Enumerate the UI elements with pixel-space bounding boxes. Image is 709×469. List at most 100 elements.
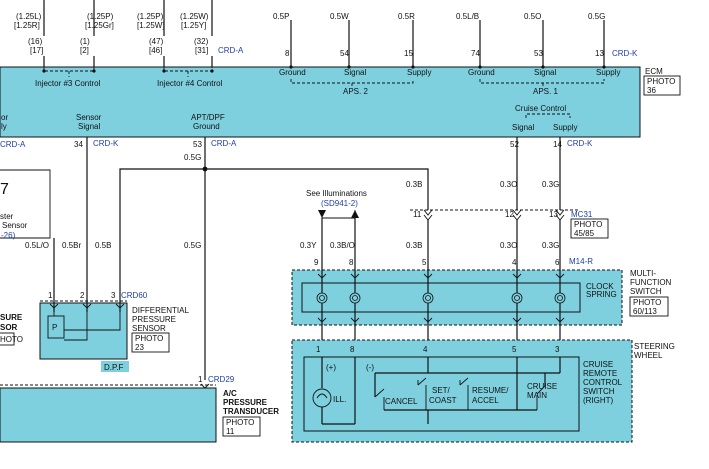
left-sor: SOR [0, 323, 18, 332]
wire-03o-a: 0.3O [500, 180, 517, 189]
crc-line2: REMOTE [583, 369, 617, 378]
left-sure: SURE [0, 313, 23, 322]
diff-line2: PRESSURE [132, 315, 176, 324]
clock-spring-line1: CLOCK [586, 282, 614, 291]
aps2-signal: Signal [344, 68, 366, 77]
apt-dpf-line1: APT/DPF [191, 113, 225, 122]
wire-03b-b: 0.3B [406, 241, 422, 250]
crd-a-mid: CRD-A [211, 139, 237, 148]
aps-pin-6: 13 [595, 49, 604, 58]
crd-k-mid: CRD-K [93, 139, 119, 148]
mc31-label: MC31 [571, 210, 593, 219]
col1-wire-b: [1.25R] [14, 21, 40, 30]
clock-spring-box [301, 282, 581, 313]
m14r-pin-6: 6 [555, 258, 560, 267]
mc31-connector [423, 209, 565, 221]
ecm-left-cut-2: ly [1, 122, 7, 131]
aps-pin-5: 53 [534, 49, 543, 58]
aps-wire-3: 0.5R [398, 12, 415, 21]
resume-label-2: ACCEL [472, 396, 499, 405]
crd60-pin-1: 1 [48, 291, 53, 300]
wire-03g-a: 0.3G [542, 180, 559, 189]
aps-wire-6: 0.5G [588, 12, 605, 21]
crc-line1: CRUISE [583, 360, 613, 369]
wire-03y: 0.3Y [300, 241, 317, 250]
wire-03o-b: 0.3O [500, 241, 517, 250]
apt-dpf-line2: Ground [193, 122, 220, 131]
aps-wire-1: 0.5P [273, 12, 289, 21]
crc-line3: CONTROL [583, 378, 623, 387]
pin-34: 34 [74, 140, 83, 149]
cruise-supply-label: Supply [553, 123, 577, 132]
mc31-pin-13: 13 [549, 210, 558, 219]
diff-photo-label: PHOTO [135, 334, 163, 343]
see-illuminations: See Illuminations [306, 189, 367, 198]
aps-groups: Ground Signal Supply APS. 2 Ground Signa… [279, 65, 620, 96]
ac-pressure-transducer-box [0, 387, 217, 443]
col1-pin-b: [17] [30, 46, 43, 55]
crc-line4: SWITCH [583, 387, 615, 396]
aps1-label: APS. 1 [533, 87, 558, 96]
mfs-photo-label: PHOTO [633, 298, 661, 307]
mc31-photo-number: 45/85 [574, 229, 595, 238]
set-label-2: COAST [429, 396, 457, 405]
ecm-photo-label: PHOTO [647, 77, 675, 86]
col1-pin-a: (16) [28, 37, 43, 46]
crd60-pin-3: 3 [111, 291, 116, 300]
mc31-pin-12: 12 [505, 210, 514, 219]
col4-wire-a: (1.25W) [180, 12, 209, 21]
dpf-tag [101, 361, 129, 372]
mfs-line3: SWITCH [630, 287, 662, 296]
lower-wires [53, 137, 561, 380]
wire-03bo: 0.3B/O [330, 241, 355, 250]
sensor-signal-line2: Signal [78, 122, 100, 131]
aps1-signal: Signal [534, 68, 556, 77]
mfs-wires [317, 270, 565, 340]
m14r-pin-9: 9 [314, 258, 319, 267]
mfs-photo-number: 60/113 [633, 307, 657, 316]
aps2-label: APS. 2 [343, 87, 368, 96]
m14r-pin-8: 8 [349, 258, 354, 267]
col2-pin-b: [2] [80, 46, 89, 55]
cruise-signal-label: Signal [512, 123, 534, 132]
plus-terminal: (+) [326, 363, 336, 372]
wire-05g: 0.5G [184, 241, 201, 250]
mfs-line2: FUNCTION [630, 278, 672, 287]
steering-title-2: WHEEL [634, 351, 663, 360]
aps2-supply: Supply [407, 68, 431, 77]
differential-pressure-sensor-box [39, 302, 128, 360]
clock-spring-line2: SPRING [586, 290, 617, 299]
aps1-supply: Supply [596, 68, 620, 77]
set-label-1: SET/ [432, 386, 451, 395]
crd-a-connector: CRD-A [218, 46, 244, 55]
aps-pin-1: 8 [285, 49, 290, 58]
sd941-ref: (SD941-2) [321, 199, 358, 208]
ecm-box [0, 66, 641, 138]
wire-05g-top: 0.5G [184, 153, 201, 162]
ac-photo-label: PHOTO [226, 418, 254, 427]
sensor-signal-line1: Sensor [76, 113, 102, 122]
pressure-element-icon [47, 315, 65, 339]
crd60-pin-2: 2 [80, 291, 85, 300]
m14r-pin-4: 4 [512, 258, 517, 267]
m14r-label: M14-R [569, 257, 593, 266]
mfs-line1: MULTI- [630, 269, 656, 278]
mfs-photo-box [629, 296, 669, 317]
top-left-wire-labels: (1.25L) [1.25R] (16) [17] (1.25P) [1.25G… [14, 12, 244, 55]
wire-05lo: 0.5L/O [25, 241, 49, 250]
crd-a-left: CRD-A [0, 140, 26, 149]
sw-pin-1: 1 [316, 345, 321, 354]
aps-pin-4: 74 [471, 49, 480, 58]
aps-wire-4: 0.5L/B [456, 12, 479, 21]
ecm-label: ECM [645, 67, 663, 76]
col1-wire-a: (1.25L) [16, 12, 42, 21]
left-sensor: Sensor [2, 221, 28, 230]
pressure-symbol: P [52, 323, 57, 332]
top-left-wires [43, 0, 213, 67]
sw-pin-4: 4 [423, 345, 428, 354]
diff-line1: DIFFERENTIAL [132, 306, 189, 315]
pin-53: 53 [193, 140, 202, 149]
diff-photo-box [131, 332, 170, 353]
